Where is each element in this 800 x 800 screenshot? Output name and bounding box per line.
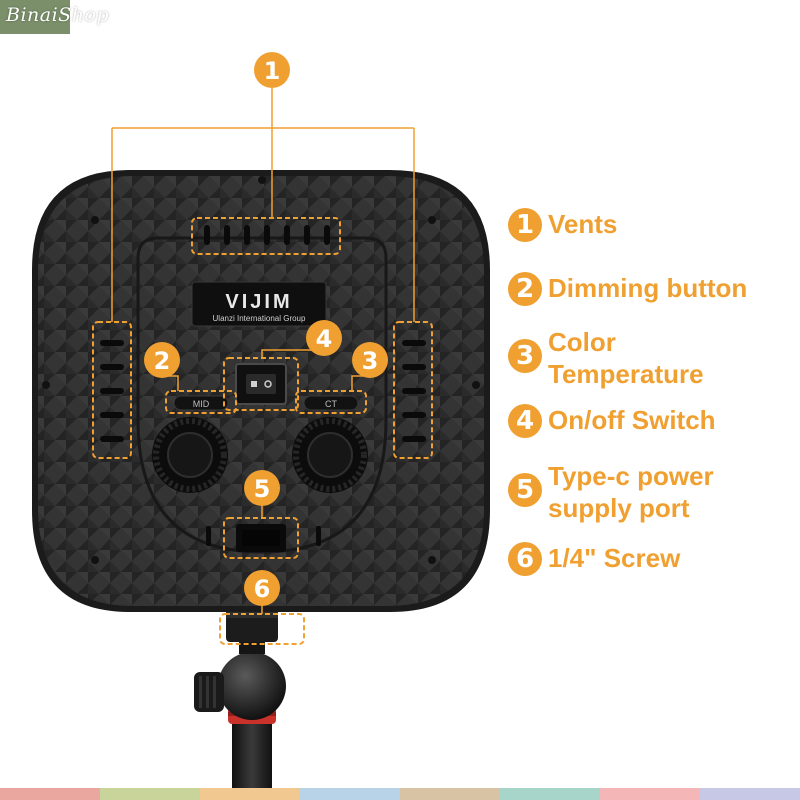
callout-5: 5 (244, 470, 280, 506)
color-strip-segment (200, 788, 300, 800)
callout-2: 2 (144, 342, 180, 378)
bottom-color-strip (0, 788, 800, 800)
color-strip-segment (700, 788, 800, 800)
brand-plate (191, 281, 327, 327)
callout-6: 6 (244, 570, 280, 606)
color-strip-segment (600, 788, 700, 800)
top-vents (204, 225, 330, 245)
power-switch[interactable] (235, 363, 287, 405)
legend-item-dimming: 2 Dimming button (508, 272, 747, 306)
color-strip-segment (0, 788, 100, 800)
legend-item-on-off: 4 On/off Switch (508, 404, 716, 438)
legend-item-vents: 1 Vents (508, 208, 617, 242)
svg-text:4: 4 (316, 325, 333, 353)
callout-3: 3 (352, 342, 388, 378)
svg-text:2: 2 (154, 347, 171, 375)
legend-label: Color Temperature (548, 327, 704, 389)
dimming-knob-label: MID (193, 399, 210, 409)
legend-number: 1 (508, 208, 542, 242)
feature-legend: 1 Vents 2 Dimming button 3 Color Tempera… (508, 200, 798, 590)
legend-label: Vents (548, 209, 618, 239)
right-vents (402, 340, 426, 442)
ball-head-mount (194, 612, 286, 790)
legend-label: On/off Switch (548, 405, 716, 435)
callout-1: 1 (254, 52, 290, 88)
svg-text:6: 6 (254, 575, 271, 603)
svg-text:1: 1 (264, 57, 281, 85)
legend-number: 5 (508, 473, 542, 507)
legend-number: 3 (508, 339, 542, 373)
shop-watermark: BinaiShop (0, 0, 130, 34)
callout-leaders (111, 88, 415, 614)
brand-logo: VIJIM (225, 291, 292, 313)
legend-number: 2 (508, 272, 542, 306)
color-strip-segment (300, 788, 400, 800)
watermark-text: BinaiShop (6, 4, 110, 26)
legend-label: Type-c power supply port (548, 461, 714, 523)
color-strip-segment (100, 788, 200, 800)
legend-label: Dimming button (548, 273, 748, 303)
left-vents (100, 340, 124, 442)
legend-number: 6 (508, 542, 542, 576)
color-strip-segment (500, 788, 600, 800)
bottom-vents (206, 526, 321, 546)
dimming-knob[interactable] (152, 417, 228, 493)
legend-item-screw: 6 1/4" Screw (508, 542, 680, 576)
legend-number: 4 (508, 404, 542, 438)
svg-text:5: 5 (254, 475, 271, 503)
ct-knob-label: CT (325, 399, 337, 409)
legend-label: 1/4" Screw (548, 543, 681, 573)
legend-item-color-temperature: 3 Color Temperature (508, 326, 738, 390)
color-strip-segment (400, 788, 500, 800)
type-c-port[interactable] (236, 524, 286, 552)
callout-highlights (92, 217, 433, 645)
watermark-swatch (0, 0, 70, 34)
legend-item-type-c: 5 Type-c power supply port (508, 460, 748, 524)
callout-4: 4 (306, 320, 342, 356)
svg-text:3: 3 (362, 347, 379, 375)
color-temperature-knob[interactable] (292, 417, 368, 493)
brand-subtitle: Ulanzi International Group (213, 314, 306, 323)
